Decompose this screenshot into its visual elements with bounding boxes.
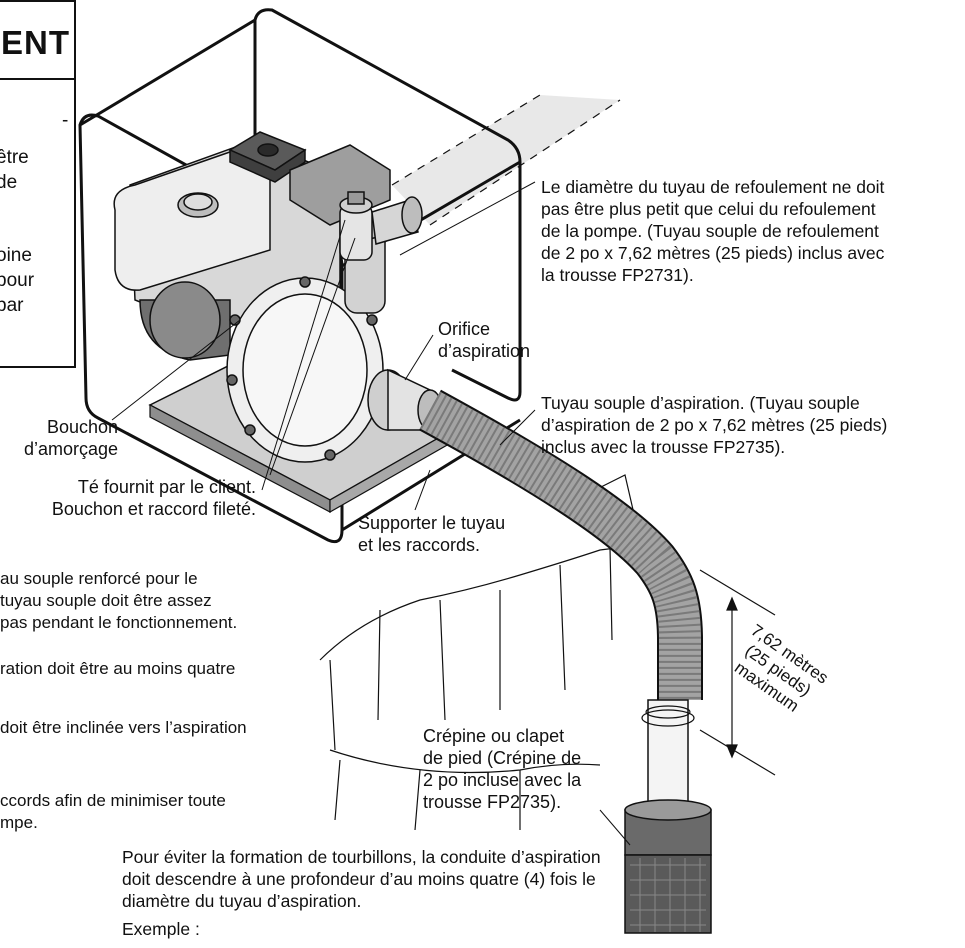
suction-hose-note: Tuyau souple d’aspiration. (Tuyau souple… <box>541 393 888 457</box>
leader-lines <box>111 181 631 846</box>
warning-fragment-2: être <box>0 147 29 168</box>
note-2: ration doit être au moins quatre <box>0 659 236 678</box>
strainer <box>624 799 712 934</box>
discharge-hose-note: Le diamètre du tuyau de refoulement ne d… <box>541 177 885 285</box>
ground-profile <box>319 474 641 831</box>
note-1: au souple renforcé pour le tuyau souple … <box>0 569 238 632</box>
note-4: ccords afin de minimiser toute mpe. <box>0 791 226 832</box>
tee-fitting-label: Té fournit par le client. Bouchon et rac… <box>51 477 256 519</box>
warning-fragment-3: de <box>0 172 18 193</box>
warning-fragment-1: - <box>62 110 69 131</box>
depth-dimension <box>699 569 776 776</box>
example-label: Exemple : <box>122 919 200 939</box>
warning-title: ENT <box>0 2 74 80</box>
warning-fragment-6: par <box>0 295 24 316</box>
note-3: doit être inclinée vers l’aspiration <box>0 718 247 737</box>
warning-box: ENT - être de oine pour par <box>0 0 76 368</box>
discharge-hose <box>391 94 621 226</box>
tee-fitting <box>339 191 423 261</box>
strainer-label: Crépine ou clapet de pied (Crépine de 2 … <box>423 726 582 812</box>
support-hose-label: Supporter le tuyau et les raccords. <box>358 513 506 555</box>
suction-port-label: Orifice d’aspiration <box>438 319 531 361</box>
warning-fragment-4: oine <box>0 245 32 266</box>
vortex-note: Pour éviter la formation de tourbillons,… <box>122 847 601 911</box>
roll-cage <box>78 8 522 544</box>
pump-volute <box>226 220 386 463</box>
priming-plug-label: Bouchon d’amorçage <box>23 417 118 459</box>
warning-fragment-5: pour <box>0 270 35 291</box>
